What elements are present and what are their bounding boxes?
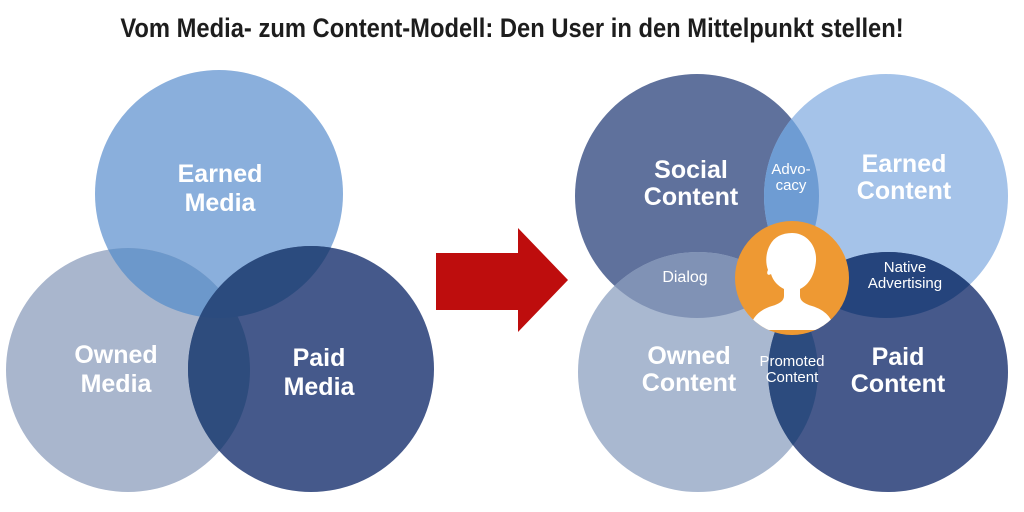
user-badge	[735, 221, 849, 335]
transformation-arrow-icon	[436, 228, 568, 332]
dialog-label: Dialog	[662, 269, 707, 286]
owned-media-label-line2: Media	[81, 370, 153, 398]
paid-content-label-line2: Content	[851, 370, 946, 398]
owned-content-label-line2: Content	[642, 369, 737, 397]
earned-media-label-line1: Earned	[178, 160, 263, 188]
advocacy-label-line2: cacy	[776, 177, 807, 194]
promoted-content-label-line2: Content	[766, 369, 819, 386]
earned-content-label-line1: Earned	[862, 150, 947, 178]
native-advertising-label-line1: Native	[884, 259, 927, 276]
social-content-label-line1: Social	[654, 156, 728, 184]
paid-media-label-line2: Media	[284, 373, 356, 401]
owned-media-label-line1: Owned	[74, 341, 157, 369]
promoted-content-label-line1: Promoted	[759, 353, 824, 370]
native-advertising-label-line2: Advertising	[868, 275, 942, 292]
social-content-label-line2: Content	[644, 183, 739, 211]
earned-owned-overlap	[95, 248, 250, 318]
owned-content-label-line1: Owned	[647, 342, 730, 370]
earned-content-label-line2: Content	[857, 177, 952, 205]
page-title: Vom Media- zum Content-Modell: Den User …	[120, 14, 903, 44]
advocacy-label-line1: Advo-	[771, 161, 810, 178]
earned-paid-overlap	[188, 246, 343, 318]
paid-media-label-line1: Paid	[293, 344, 346, 372]
earned-media-label-line2: Media	[185, 189, 257, 217]
right-venn-content-model: Social Content Earned Content Owned Cont…	[575, 74, 1008, 492]
user-icon	[750, 233, 834, 330]
left-venn-media-model: Earned Media Owned Media Paid Media	[6, 70, 434, 492]
paid-content-label-line1: Paid	[872, 343, 925, 371]
